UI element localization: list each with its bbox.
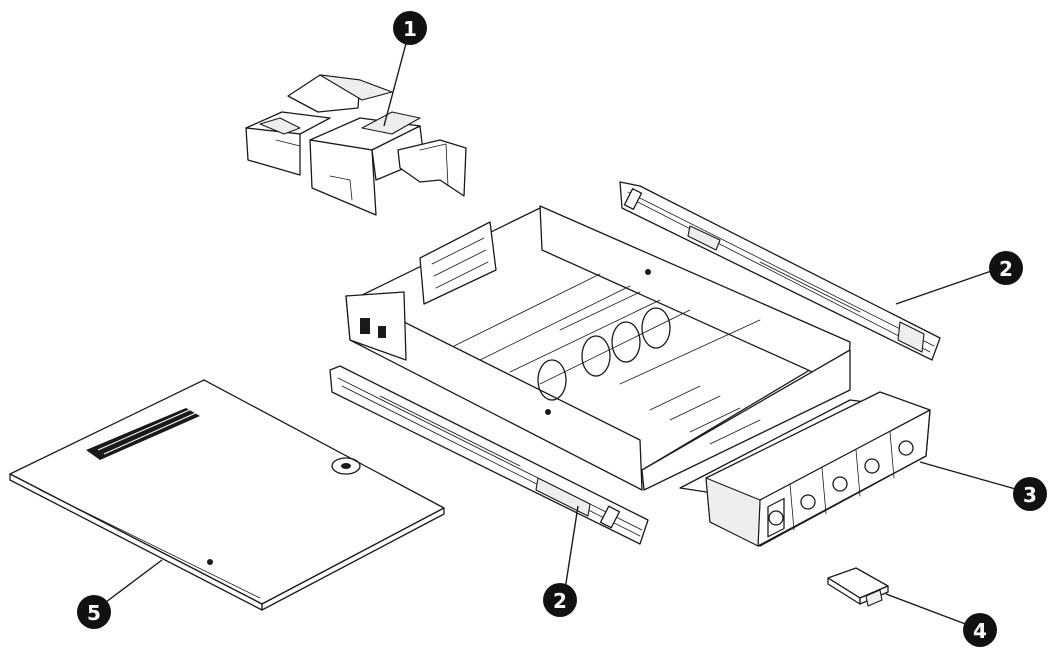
callout-4: 4 bbox=[963, 613, 997, 647]
callout-2-lower-label: 2 bbox=[553, 589, 567, 613]
air-baffle-icon bbox=[245, 74, 467, 216]
callout-2-upper: 2 bbox=[989, 251, 1023, 285]
callout-5-label: 5 bbox=[87, 601, 101, 625]
callout-3: 3 bbox=[1013, 477, 1047, 511]
access-panel-icon bbox=[9, 379, 445, 611]
callout-1: 1 bbox=[393, 11, 427, 45]
server-chassis-icon bbox=[345, 205, 851, 491]
leader-lines bbox=[97, 35, 1027, 629]
callout-2-lower: 2 bbox=[543, 583, 577, 617]
callout-5: 5 bbox=[77, 595, 111, 629]
rail-icon bbox=[619, 181, 941, 361]
vent-grille-icon bbox=[86, 403, 200, 460]
fan-cage-icon bbox=[679, 391, 931, 547]
rail-icon bbox=[329, 365, 649, 545]
drive-blank-icon bbox=[827, 567, 889, 607]
callout-2-upper-label: 2 bbox=[999, 257, 1013, 281]
callout-3-label: 3 bbox=[1023, 483, 1037, 507]
callout-1-label: 1 bbox=[403, 17, 417, 41]
callout-4-label: 4 bbox=[973, 619, 987, 643]
